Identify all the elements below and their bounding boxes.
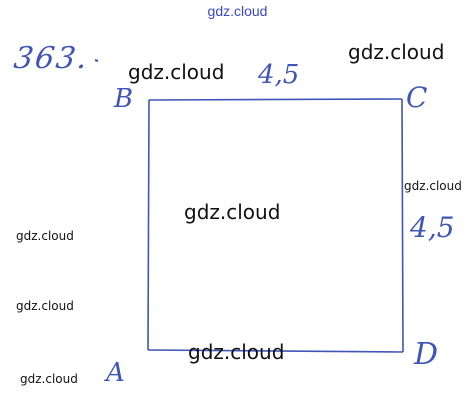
square-side-da xyxy=(147,349,404,353)
side-bc-length: 4,5 xyxy=(258,60,300,90)
watermark-left-3: gdz.cloud xyxy=(20,372,78,386)
square-side-cd xyxy=(401,98,404,353)
watermark-upper-right: gdz.cloud xyxy=(348,40,445,64)
watermark-left-1: gdz.cloud xyxy=(16,229,74,243)
side-cd-length: 4,5 xyxy=(410,211,455,244)
watermark-left-2: gdz.cloud xyxy=(16,299,74,313)
vertex-b-label: B xyxy=(114,84,134,114)
problem-number: 363. xyxy=(11,41,92,76)
watermark-center: gdz.cloud xyxy=(184,200,281,224)
vertex-a-label: A xyxy=(106,358,125,388)
square-side-bc xyxy=(148,98,403,101)
watermark-right: gdz.cloud xyxy=(404,179,462,193)
watermark-bottom: gdz.cloud xyxy=(188,340,285,364)
vertex-c-label: C xyxy=(406,81,428,114)
watermark-top: gdz.cloud xyxy=(207,3,268,19)
watermark-upper-left: gdz.cloud xyxy=(128,60,225,84)
problem-dot xyxy=(94,59,99,62)
square-side-ab xyxy=(147,99,150,351)
vertex-d-label: D xyxy=(414,337,439,372)
